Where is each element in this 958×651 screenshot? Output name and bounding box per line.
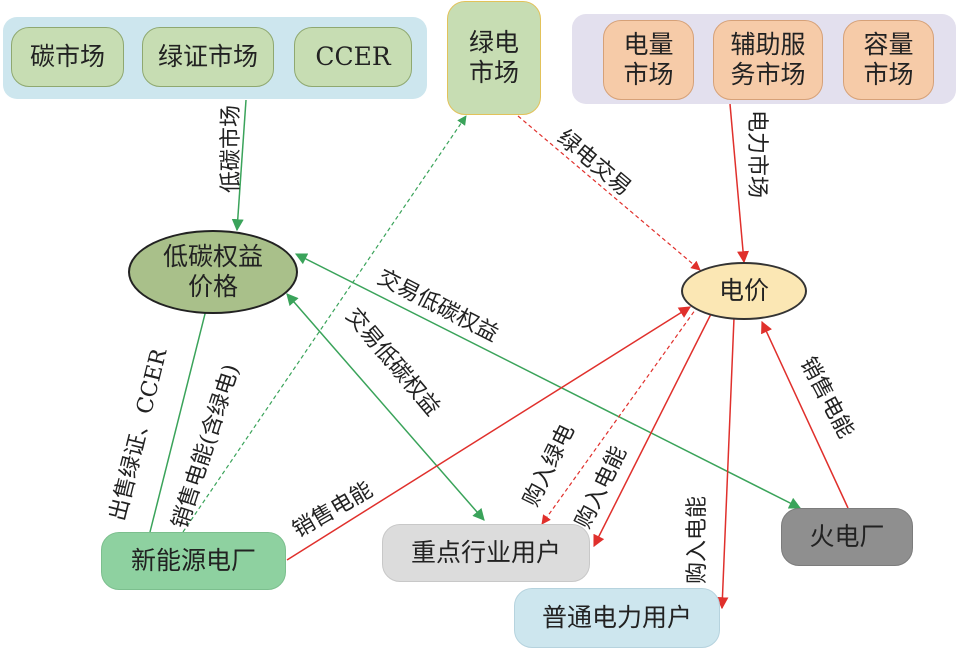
thermal-plant-node: 火电厂 — [781, 508, 913, 566]
label-sell-power-new: 销售电能 — [289, 478, 378, 544]
label-sell-power-green: 销售电能(含绿电) — [168, 361, 245, 532]
carbon-market-node: 碳市场 — [11, 27, 124, 87]
label-power-market: 电力市场 — [744, 110, 769, 198]
ancillary-market-node: 辅助服 务市场 — [713, 20, 823, 100]
green-power-market-node: 绿电 市场 — [447, 1, 541, 115]
label-trade-rights-1: 交易低碳权益 — [373, 265, 502, 347]
capacity-market-node: 容量 市场 — [843, 20, 934, 100]
label-green-power-trade: 绿电交易 — [552, 125, 635, 201]
key-industry-users-node: 重点行业用户 — [382, 524, 590, 582]
edge-newenergy-to-price — [286, 306, 692, 561]
edge-newenergy-to-lowcarbon — [149, 300, 212, 533]
edge-thermal-to-price — [761, 320, 849, 509]
label-buy-green-power: 购入绿电 — [519, 421, 580, 511]
edge-price-to-keyusers — [593, 311, 713, 548]
low-carbon-price-node: 低碳权益 价格 — [128, 230, 298, 314]
label-sell-power-thermal: 销售电能 — [795, 353, 858, 442]
label-low-carbon-market: 低碳市场 — [219, 105, 244, 193]
green-cert-market-node: 绿证市场 — [142, 27, 274, 87]
edge-carbon-to-lowcarbon — [231, 99, 247, 232]
new-energy-plant-node: 新能源电厂 — [101, 532, 286, 590]
ccer-node: CCER — [294, 27, 412, 87]
edge-lowcarbon-thermal — [294, 253, 802, 509]
label-buy-power-ordinary: 购入电能 — [685, 496, 710, 584]
energy-market-node: 电量 市场 — [603, 20, 694, 100]
ordinary-users-node: 普通电力用户 — [514, 588, 720, 648]
label-sell-cert-ccer: 出售绿证、CCER — [106, 345, 173, 523]
edge-greenmarket-to-price — [517, 115, 701, 271]
edge-price-to-keyusers-green — [541, 305, 699, 525]
electricity-price-node: 电价 — [681, 262, 807, 320]
edge-price-to-ordinary — [716, 317, 735, 610]
edge-powermarket-to-price — [729, 103, 750, 264]
